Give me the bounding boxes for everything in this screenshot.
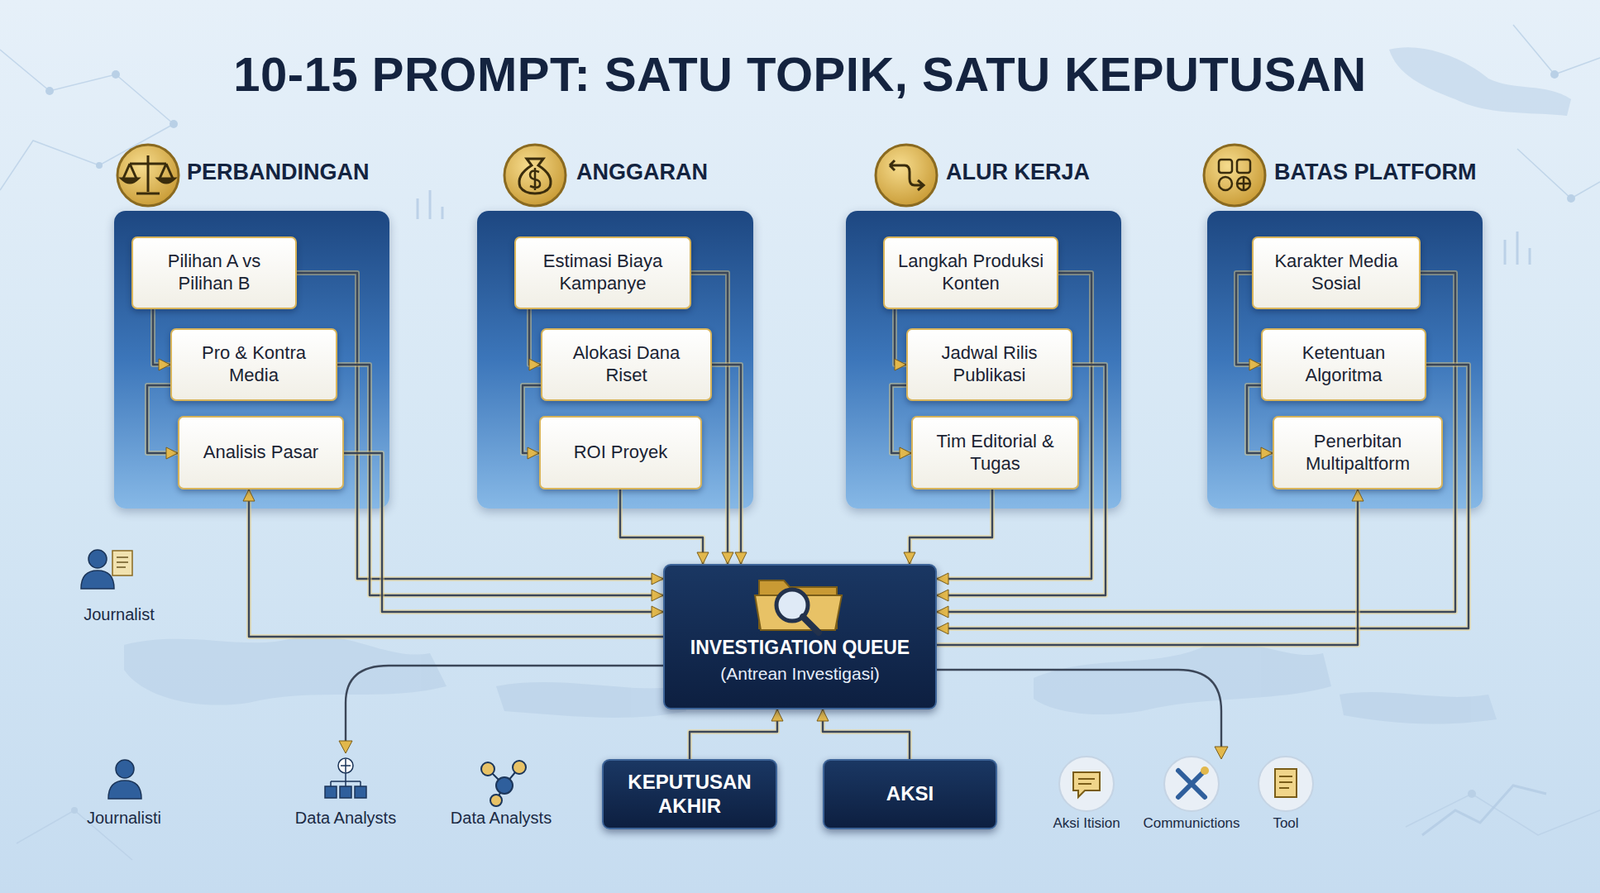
process-box: Alokasi Dana Riset — [540, 328, 712, 402]
process-box: Penerbitan Multipaltform — [1272, 415, 1443, 490]
connector-glow — [248, 489, 664, 637]
panel-heading: PERBANDINGAN — [186, 159, 370, 186]
box-text: Analisis Pasar — [203, 441, 319, 464]
process-box: Ketentuan Algoritma — [1260, 328, 1427, 402]
box-text: Estimasi Biaya Kampanye — [524, 250, 682, 296]
group-panel: BATAS PLATFORMKarakter Media SosialKeten… — [1207, 210, 1483, 509]
role-label: Journalisti — [86, 808, 162, 828]
process-box: Tim Editorial & Tugas — [911, 415, 1080, 490]
process-box: Estimasi Biaya Kampanye — [514, 236, 692, 310]
process-box: ROI Proyek — [539, 415, 703, 490]
process-box: Pro & Kontra Media — [170, 328, 338, 402]
panel-heading: BATAS PLATFORM — [1274, 159, 1476, 186]
role-label: Journalist — [83, 605, 155, 625]
connector-line — [822, 709, 910, 760]
box-text: Penerbitan Multipaltform — [1282, 430, 1433, 476]
heading-icon — [117, 144, 179, 206]
box-text: Karakter Media Sosial — [1261, 250, 1411, 296]
document-icon — [1258, 756, 1314, 812]
box-text: INVESTIGATION QUEUE — [690, 636, 910, 660]
connector-glow — [822, 709, 910, 760]
connector-line — [248, 489, 664, 637]
role-label: Tool — [1272, 815, 1299, 832]
role-label: Data Analysts — [295, 808, 397, 828]
role-label: Data Analysts — [450, 808, 552, 828]
process-box: Karakter Media Sosial — [1251, 236, 1421, 310]
process-box: Pilihan A vs Pilihan B — [131, 236, 297, 310]
connector-line — [936, 489, 1358, 645]
heading-icon — [504, 144, 566, 206]
group-panel: ALUR KERJALangkah Produksi KontenJadwal … — [845, 210, 1122, 509]
box-text: Tim Editorial & Tugas — [921, 430, 1070, 476]
person-icon — [81, 549, 142, 799]
flow-connector — [936, 489, 1358, 645]
team-icon — [324, 758, 367, 798]
panel-heading: ALUR KERJA — [945, 159, 1090, 186]
flow-connector — [248, 489, 664, 637]
role-label: Communictions — [1142, 815, 1240, 832]
subtitle-text: (Antrean Investigasi) — [720, 663, 880, 684]
connector-glow — [936, 489, 1358, 645]
box-text: ROI Proyek — [573, 441, 669, 464]
connector-line — [689, 709, 778, 760]
box-text: KEPUTUSAN AKHIR — [611, 770, 768, 819]
process-box: Analisis Pasar — [177, 415, 344, 490]
process-box: Langkah Produksi Konten — [883, 236, 1059, 310]
box-text: Jadwal Rilis Publikasi — [916, 342, 1063, 387]
flow-connector — [822, 709, 910, 760]
heading-icon — [1203, 144, 1266, 206]
process-box: Jadwal Rilis Publikasi — [906, 328, 1073, 402]
tools-icon — [1164, 756, 1219, 812]
network-icon — [481, 760, 526, 807]
box-text: Ketentuan Algoritma — [1270, 342, 1417, 387]
folder-icon — [754, 580, 842, 633]
box-text: Pilihan A vs Pilihan B — [141, 250, 287, 296]
result-box: KEPUTUSAN AKHIR — [601, 759, 778, 830]
box-text: Langkah Produksi Konten — [893, 250, 1049, 296]
heading-icon — [875, 144, 937, 206]
group-panel: ANGGARANEstimasi Biaya KampanyeAlokasi D… — [477, 210, 754, 509]
panel-heading: ANGGARAN — [576, 159, 708, 186]
box-text: Pro & Kontra Media — [180, 342, 328, 387]
box-text: AKSI — [886, 782, 934, 807]
connector-glow — [689, 709, 778, 760]
box-text: Alokasi Dana Riset — [550, 342, 703, 387]
role-label: Aksi Itision — [1052, 815, 1120, 832]
queue-box: INVESTIGATION QUEUE (Antrean Investigasi) — [663, 563, 937, 710]
result-box: AKSI — [822, 759, 998, 830]
action-icon — [1059, 756, 1114, 812]
flow-connector — [689, 709, 778, 760]
diagram-title: 10-15 PROMPT: SATU TOPIK, SATU KEPUTUSAN — [0, 46, 1600, 102]
